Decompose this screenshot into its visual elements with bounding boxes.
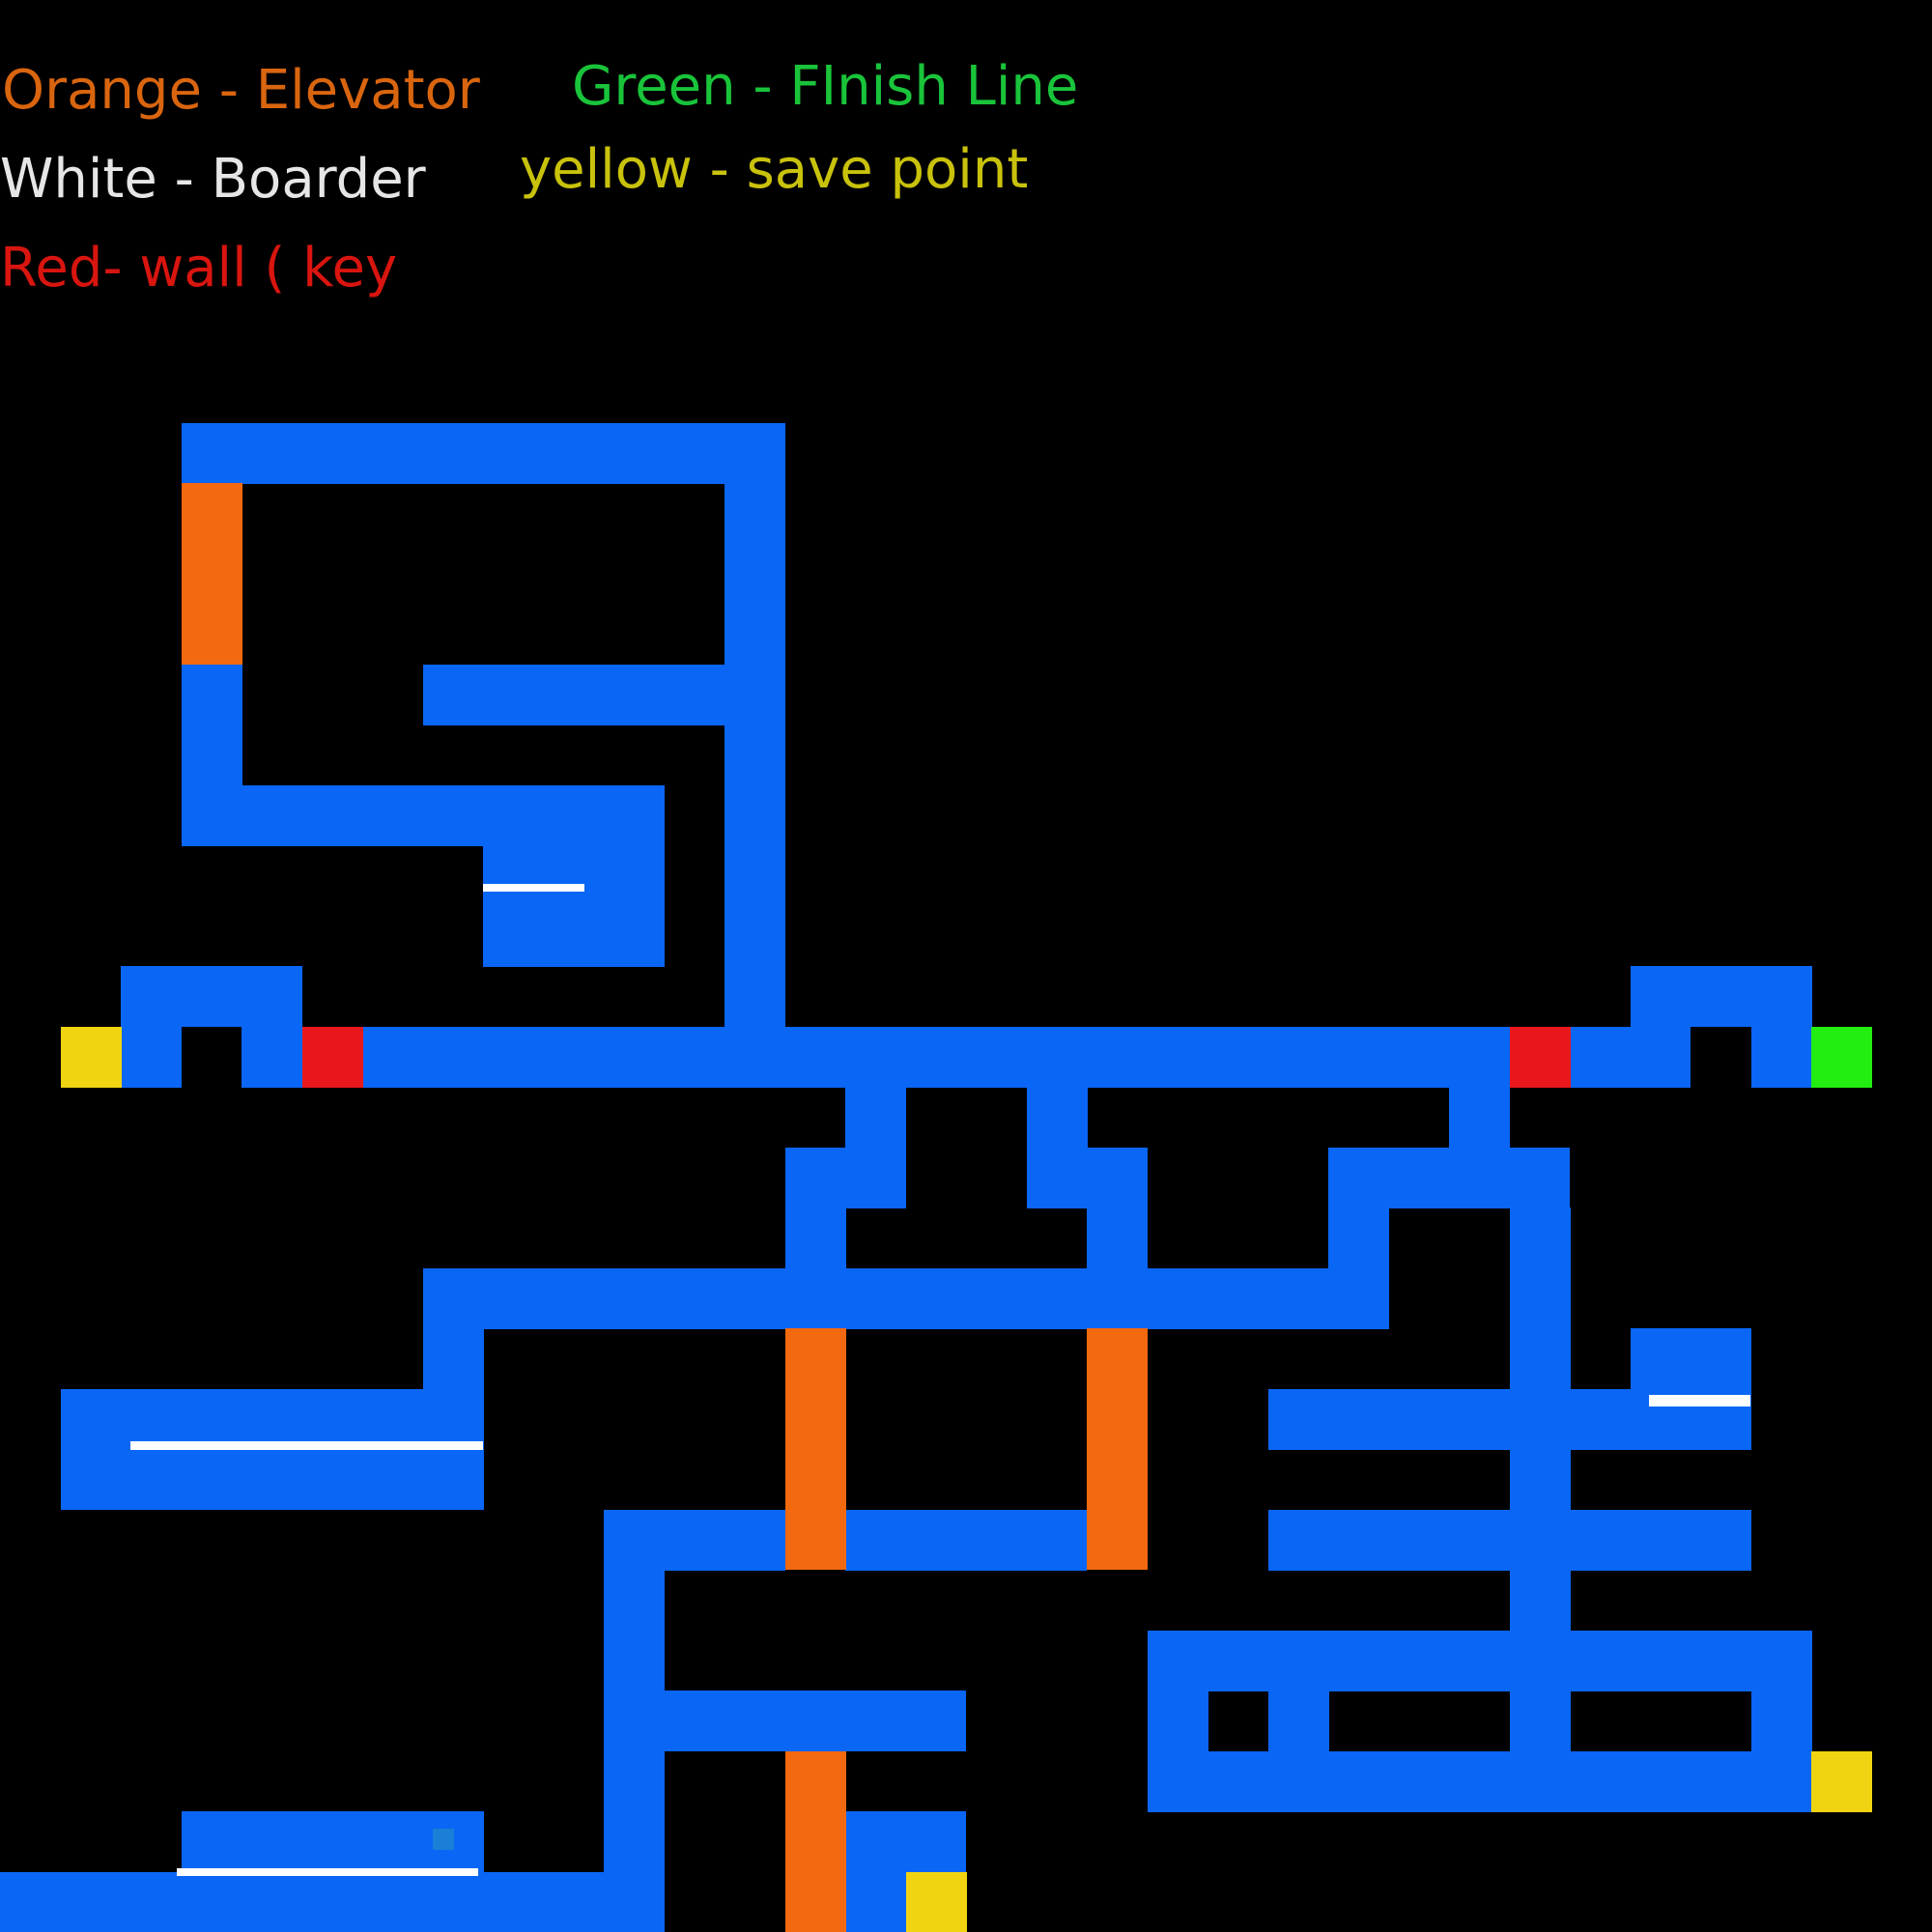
maze-path-tile xyxy=(1268,1510,1751,1571)
maze-path-tile xyxy=(604,1510,785,1571)
wall-key-tile xyxy=(302,1027,363,1088)
maze-path-tile xyxy=(242,1027,302,1088)
maze-path-tile xyxy=(1631,966,1812,1027)
legend-wall-key: Red- wall ( key xyxy=(0,237,398,299)
maze-path-tile xyxy=(1148,1690,1208,1751)
boarder-strip xyxy=(177,1868,478,1876)
maze-path-tile xyxy=(1751,1027,1812,1088)
maze-path-tile xyxy=(724,423,785,1088)
maze-path-tile xyxy=(1449,1087,1510,1148)
legend-save-point: yellow - save point xyxy=(520,138,1029,201)
maze-path-tile xyxy=(182,785,665,846)
maze-path-tile xyxy=(604,1690,966,1751)
maze-path-tile xyxy=(182,423,785,484)
elevator-tile xyxy=(182,483,242,665)
legend-boarder: White - Boarder xyxy=(0,148,426,211)
maze-path-tile xyxy=(1570,1027,1690,1088)
boarder-strip xyxy=(483,884,584,892)
boarder-strip xyxy=(130,1441,483,1450)
maze-path-tile xyxy=(1148,1751,1812,1812)
finish-line-tile xyxy=(1811,1027,1872,1088)
maze-path-tile xyxy=(121,966,302,1027)
boarder-strip xyxy=(1649,1395,1750,1406)
maze-path-tile xyxy=(1268,1690,1329,1751)
maze-path-tile xyxy=(1328,1208,1389,1268)
maze-path-tile xyxy=(423,1328,484,1389)
maze-path-tile xyxy=(1510,1690,1571,1751)
wall-key-tile xyxy=(1510,1027,1571,1088)
maze-paths xyxy=(0,423,1812,1932)
maze-path-tile xyxy=(121,1027,182,1088)
elevator-tile xyxy=(785,1751,846,1932)
save-point-tile xyxy=(61,1027,122,1088)
maze-path-tile xyxy=(845,1087,906,1148)
legend-finish-line: Green - FInish Line xyxy=(572,55,1079,118)
maze-path-tile xyxy=(423,1268,1389,1329)
maze-path-tile xyxy=(362,1027,1510,1088)
maze-path-tile xyxy=(1027,1148,1148,1208)
maze-path-tile xyxy=(423,665,725,725)
boarder-marker xyxy=(433,1829,454,1850)
save-point-tile xyxy=(906,1872,967,1932)
maze-special-tiles xyxy=(61,483,1872,1932)
legend-elevator: Orange - Elevator xyxy=(2,59,480,122)
elevator-tile xyxy=(785,1328,846,1570)
maze-path-tile xyxy=(1328,1148,1570,1208)
save-point-tile xyxy=(1811,1751,1872,1812)
maze-path-tile xyxy=(785,1208,846,1268)
maze-path-tile xyxy=(1087,1208,1148,1268)
maze-path-tile xyxy=(1751,1690,1812,1751)
maze-path-tile xyxy=(1027,1087,1088,1148)
maze-path-tile xyxy=(604,785,665,967)
maze-path-tile xyxy=(845,1510,1087,1571)
maze-boarders xyxy=(130,884,1750,1876)
maze-path-tile xyxy=(1148,1631,1812,1691)
maze-path-tile xyxy=(0,1872,665,1932)
maze-path-tile xyxy=(1631,1328,1751,1389)
maze-path-tile xyxy=(785,1148,906,1208)
elevator-tile xyxy=(1087,1328,1148,1570)
